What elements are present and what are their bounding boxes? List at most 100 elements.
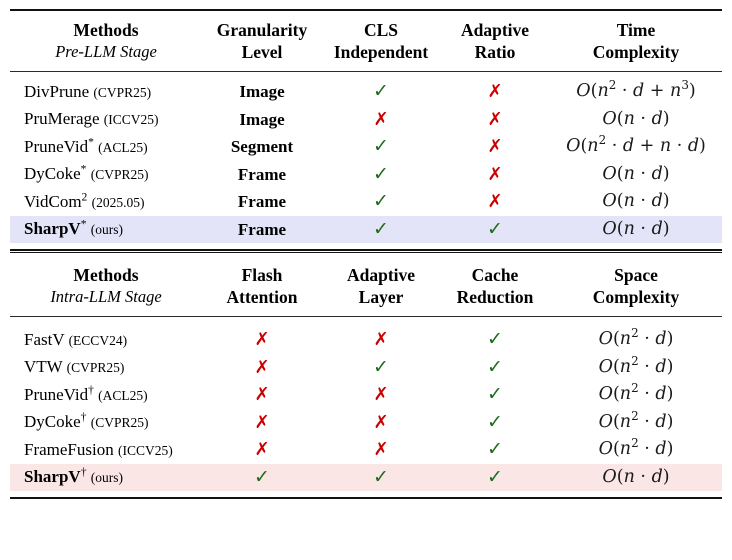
header-stage-label: Pre-LLM Stage — [55, 42, 157, 61]
adaptive-ratio-cell: ✗ — [440, 133, 550, 161]
header-cls: CLS — [363, 20, 399, 40]
table-row: VidCom2 (2025.05)Frame✓✗O(n · d) — [10, 188, 722, 216]
method-name-cell: FrameFusion (ICCV25) — [10, 436, 202, 464]
cross-icon: ✗ — [487, 191, 503, 212]
check-icon: ✓ — [373, 162, 389, 185]
header-stage-label: Intra-LLM Stage — [50, 287, 162, 306]
method-name-cell: SharpV† (ours) — [10, 463, 202, 491]
method-superscript: † — [80, 465, 87, 479]
adaptive-ratio-cell: ✗ — [440, 78, 550, 106]
method-name: DyCoke — [24, 164, 81, 183]
header-attention: Attention — [226, 287, 298, 307]
adaptive-layer-cell: ✗ — [322, 409, 440, 437]
table-row: VTW (CVPR25)✗✓✓O(n2 · d) — [10, 354, 722, 382]
intra-llm-header-gap-top — [0, 253, 732, 265]
method-name: FastV — [24, 329, 65, 349]
header-row-line1: Methods Granularity CLS Adaptive Time — [10, 20, 722, 41]
check-icon: ✓ — [487, 383, 503, 405]
header-ratio: Ratio — [474, 42, 516, 62]
check-icon: ✓ — [373, 355, 389, 378]
granularity-cell: Image — [239, 82, 285, 101]
complexity-cell: O(n2 · d + n3) — [576, 78, 696, 101]
cache-reduction-cell: ✓ — [440, 326, 550, 354]
table-bottom-rule — [10, 497, 722, 499]
table-row: PruneVid* (ACL25)Segment✓✗O(n2 · d + n ·… — [10, 133, 722, 161]
flash-attention-cell: ✗ — [202, 326, 322, 354]
complexity-cell: O(n2 · d) — [598, 381, 674, 404]
header-row-line2: Intra-LLM Stage Attention Layer Reductio… — [10, 286, 722, 310]
cross-icon: ✗ — [373, 329, 389, 350]
adaptive-layer-cell: ✗ — [322, 381, 440, 409]
header-adaptive: Adaptive — [346, 265, 416, 285]
cross-icon: ✗ — [373, 411, 389, 433]
granularity-cell: Frame — [237, 164, 287, 184]
method-name: DyCoke — [24, 412, 81, 431]
header-cache: Cache — [471, 265, 519, 285]
check-icon: ✓ — [487, 410, 503, 433]
cross-icon: ✗ — [373, 108, 389, 130]
cross-icon: ✗ — [487, 108, 503, 130]
method-venue: (ICCV25) — [117, 442, 173, 458]
complexity-cell: O(n · d) — [550, 463, 722, 491]
granularity-cell: Frame — [237, 192, 287, 211]
cross-icon: ✗ — [487, 136, 503, 157]
method-venue: (ours) — [90, 470, 123, 485]
intra-llm-body-gap-top — [0, 317, 732, 326]
table-row: FastV (ECCV24)✗✗✓O(n2 · d) — [10, 326, 722, 354]
header-layer: Layer — [358, 287, 404, 307]
cross-icon: ✗ — [373, 384, 389, 405]
flash-attention-cell: ✗ — [202, 354, 322, 382]
cls-independent-cell: ✗ — [322, 106, 440, 134]
method-name-cell: PruneVid* (ACL25) — [10, 133, 202, 161]
adaptive-ratio-cell: ✗ — [440, 106, 550, 134]
method-name: VTW — [24, 357, 63, 376]
header-space: Space — [614, 265, 658, 285]
method-name-cell: FastV (ECCV24) — [10, 326, 202, 354]
method-superscript: * — [80, 217, 87, 231]
cls-independent-cell: ✓ — [322, 133, 440, 161]
cls-independent-cell: ✓ — [322, 161, 440, 189]
method-superscript: 2 — [81, 189, 88, 203]
adaptive-ratio-cell: ✗ — [440, 161, 550, 189]
method-name: PruneVid — [24, 136, 89, 156]
cls-independent-cell: ✓ — [322, 78, 440, 106]
cls-independent-cell: ✓ — [322, 215, 440, 243]
check-icon: ✓ — [373, 465, 389, 488]
header-independent: Independent — [333, 42, 429, 62]
complexity-cell: O(n2 · d) — [598, 408, 674, 432]
header-granularity: Granularity — [216, 20, 308, 40]
method-name: VidCom — [24, 191, 82, 211]
method-venue: (ours) — [90, 222, 123, 237]
header-methods: Methods — [73, 20, 139, 40]
header-row-line1: Methods Flash Adaptive Cache Space — [10, 265, 722, 286]
granularity-cell: Frame — [202, 215, 322, 243]
adaptive-layer-cell: ✓ — [322, 354, 440, 382]
method-superscript: † — [88, 382, 94, 396]
check-icon: ✓ — [373, 190, 389, 212]
method-superscript: * — [88, 134, 94, 148]
pre-llm-table-body: DivPrune (CVPR25)Image✓✗O(n2 · d + n3)Pr… — [10, 78, 722, 243]
check-icon: ✓ — [373, 217, 389, 240]
check-icon: ✓ — [487, 438, 503, 460]
header-reduction: Reduction — [456, 287, 534, 307]
method-name: DivPrune — [24, 81, 90, 101]
pre-llm-table: Methods Granularity CLS Adaptive Time Pr… — [10, 20, 722, 65]
table-row: SharpV† (ours)✓✓✓O(n · d) — [10, 463, 722, 491]
cache-reduction-cell: ✓ — [440, 409, 550, 437]
method-name-cell: VTW (CVPR25) — [10, 354, 202, 382]
method-name: PruMerage — [24, 109, 100, 128]
cache-reduction-cell: ✓ — [440, 381, 550, 409]
tables-divider-rule — [10, 249, 722, 253]
table-row: PruMerage (ICCV25)Image✗✗O(n · d) — [10, 106, 722, 134]
table-row: FrameFusion (ICCV25)✗✗✓O(n2 · d) — [10, 436, 722, 464]
adaptive-ratio-cell: ✗ — [440, 188, 550, 216]
pre-llm-header-rule — [10, 71, 722, 72]
header-flash: Flash — [241, 265, 283, 285]
header-row-line2: Pre-LLM Stage Level Independent Ratio Co… — [10, 41, 722, 65]
adaptive-ratio-cell: ✓ — [440, 215, 550, 243]
check-icon: ✓ — [254, 465, 270, 488]
method-name: PruneVid — [24, 384, 89, 404]
adaptive-layer-cell: ✗ — [322, 436, 440, 464]
check-icon: ✓ — [487, 217, 503, 240]
